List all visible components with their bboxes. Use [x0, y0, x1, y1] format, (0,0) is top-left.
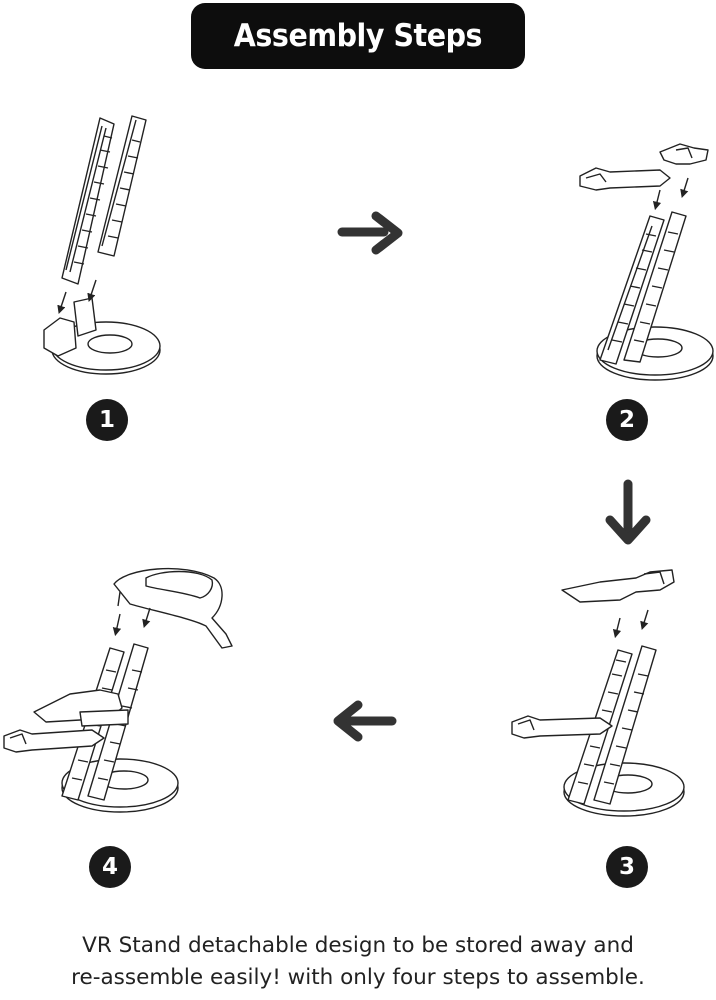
step-3-badge: 3: [606, 846, 648, 888]
step-3-illustration: [511, 569, 685, 817]
caption-line-1: VR Stand detachable design to be stored …: [82, 933, 634, 958]
title-banner: Assembly Steps: [191, 3, 525, 69]
caption-line-2: re-assemble easily! with only four steps…: [71, 965, 645, 990]
step-2-badge: 2: [606, 399, 648, 441]
step-4-badge: 4: [89, 846, 131, 888]
step-1-badge: 1: [86, 399, 128, 441]
arrow-down-icon: [605, 479, 651, 545]
upright-bar-right: [97, 115, 147, 257]
upright-bar-left: [61, 117, 115, 285]
page-title: Assembly Steps: [233, 18, 483, 54]
step-1-illustration: [43, 115, 161, 375]
step-4-illustration: [3, 567, 233, 813]
step-2-illustration: [579, 143, 714, 381]
arrow-left-icon: [333, 700, 397, 742]
arrow-right-icon: [337, 211, 403, 255]
